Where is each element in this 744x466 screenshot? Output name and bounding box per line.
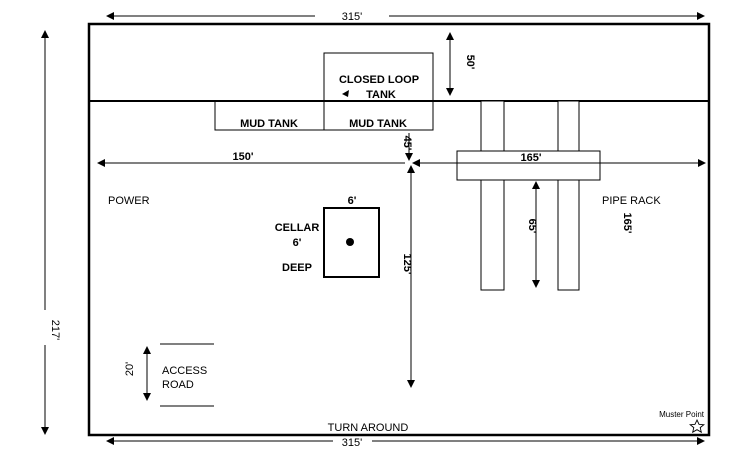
wellbore-to-road-label: 125'	[401, 254, 413, 275]
star-icon	[689, 418, 705, 434]
cellar-label-line2: 6'	[293, 237, 302, 249]
mud-tank-left-label: MUD TANK	[240, 118, 298, 130]
rack-span-label: 65'	[526, 219, 538, 234]
pipe-rack-leg-right	[557, 100, 580, 291]
top-width-label: 315'	[342, 11, 362, 23]
muster-point-label: Muster Point	[659, 410, 705, 419]
upper-strip-label: 50'	[464, 55, 476, 70]
to-power-label: 150'	[233, 151, 254, 163]
cellar-label-line1: CELLAR	[275, 222, 320, 234]
mud-tank-right-label: MUD TANK	[349, 118, 407, 130]
pipe-rack-crossbeam	[456, 150, 601, 181]
access-road-label-line1: ACCESS	[162, 365, 207, 377]
rack-length-label: 165'	[621, 213, 633, 234]
bottom-width-label: 315'	[342, 437, 362, 449]
closed-loop-tank-label-line2: TANK	[366, 89, 396, 101]
wellbore-icon	[346, 238, 354, 246]
tank-gap-label: 45'	[401, 136, 413, 151]
closed-loop-tank-label-line1: CLOSED LOOP	[339, 74, 419, 86]
cellar	[323, 207, 380, 278]
turn-around-label: TURN AROUND	[328, 422, 409, 434]
power-label: POWER	[108, 195, 150, 207]
pipe-rack-leg-left	[480, 100, 505, 291]
left-height-label: 217'	[49, 320, 61, 340]
to-pipe-rack-label: 165'	[521, 152, 542, 164]
road-width-label: 20'	[124, 362, 136, 376]
access-road-label-line2: ROAD	[162, 379, 194, 391]
cellar-width-label: 6'	[348, 195, 357, 207]
mud-tank-right	[323, 100, 434, 131]
cellar-label-line3: DEEP	[282, 262, 312, 274]
arrowhead-icon	[342, 90, 349, 97]
pipe-rack-label: PIPE RACK	[602, 195, 661, 207]
site-boundary	[87, 22, 711, 437]
